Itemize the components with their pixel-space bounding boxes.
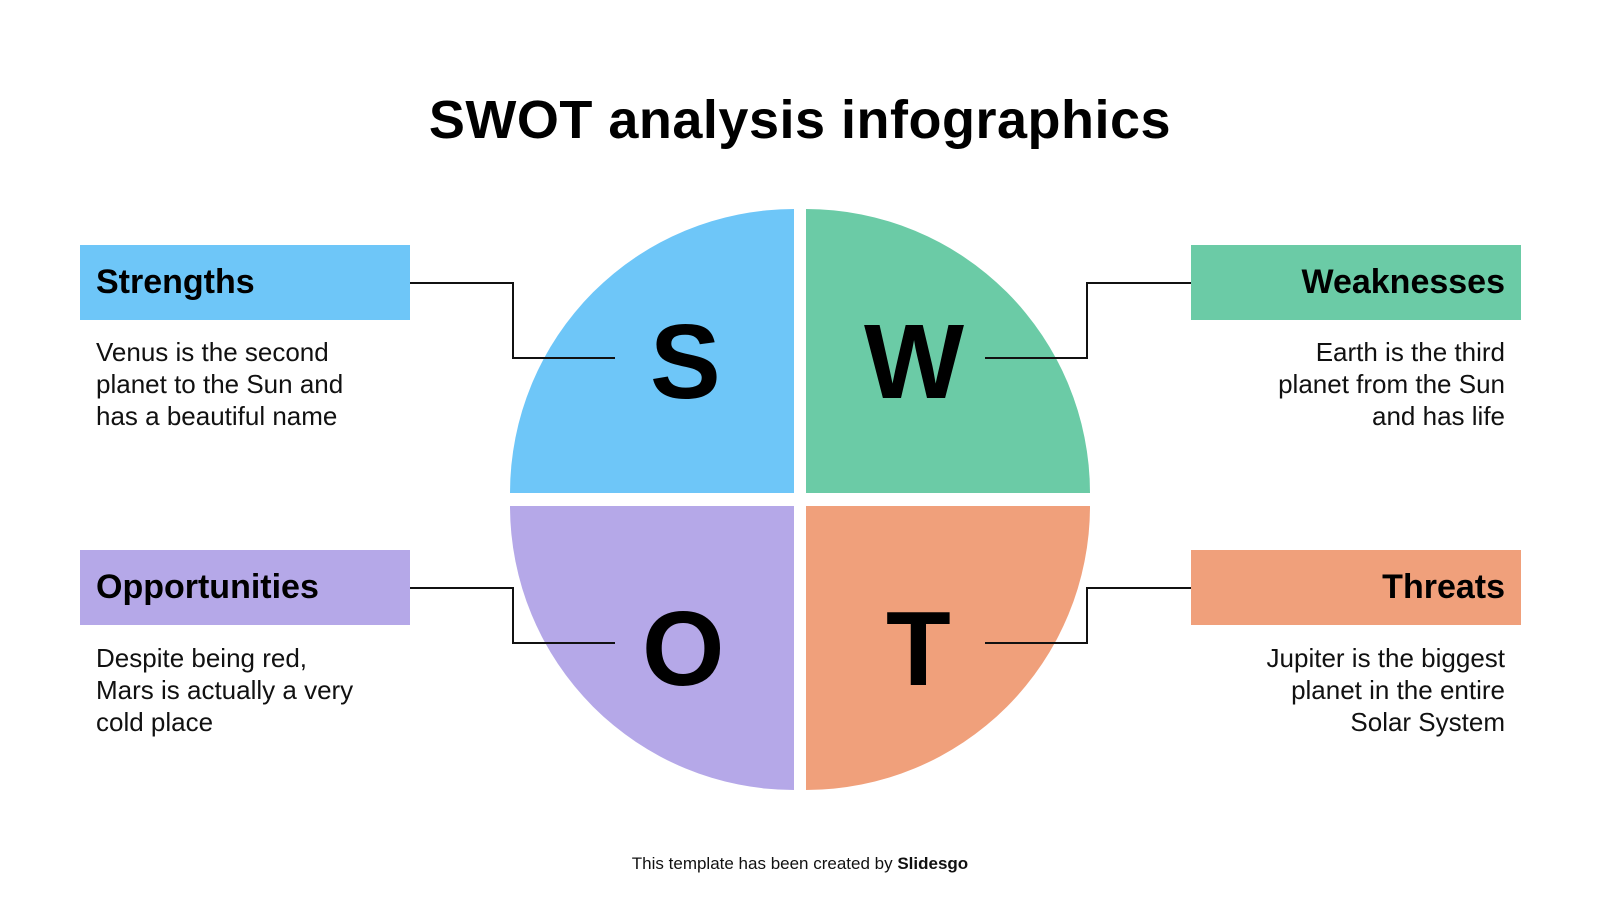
strengths-quadrant: S: [510, 209, 794, 493]
description-line: cold place: [96, 707, 214, 737]
opportunities-label: Opportunities: [80, 550, 410, 625]
strengths-label: Strengths: [80, 245, 410, 320]
footer-prefix: This template has been created by: [631, 854, 898, 873]
threats-quadrant: T: [806, 506, 1090, 790]
weaknesses-letter: W: [864, 303, 965, 421]
opportunities-letter: O: [642, 590, 725, 708]
description-line: Mars is actually a very: [96, 675, 354, 705]
slide-title: SWOT analysis infographics: [428, 90, 1172, 150]
opportunities-description: Despite being red, Mars is actually a ve…: [80, 642, 410, 738]
description-line: Jupiter is the biggest: [1266, 643, 1505, 673]
footer-credit: This template has been created by Slides…: [0, 854, 1600, 874]
description-line: Earth is the third: [1315, 337, 1505, 367]
threats-description: Jupiter is the biggest planet in the ent…: [1191, 642, 1521, 738]
description-line: Venus is the second: [96, 337, 329, 367]
description-line: Despite being red,: [96, 643, 308, 673]
threats-label: Threats: [1191, 550, 1521, 625]
description-line: planet to the Sun and: [96, 369, 344, 399]
description-line: Solar System: [1350, 707, 1505, 737]
threats-label-text: Threats: [1382, 568, 1505, 606]
description-line: has a beautiful name: [96, 401, 338, 431]
weaknesses-quadrant: W: [806, 209, 1090, 493]
opportunities-quadrant: O: [510, 506, 794, 790]
description-line: planet in the entire: [1291, 675, 1505, 705]
opportunities-label-text: Opportunities: [96, 568, 319, 606]
weaknesses-description: Earth is the third planet from the Sun a…: [1191, 336, 1521, 432]
weaknesses-label: Weaknesses: [1191, 245, 1521, 320]
weaknesses-label-text: Weaknesses: [1301, 263, 1505, 301]
footer-brand: Slidesgo: [897, 854, 969, 873]
strengths-label-text: Strengths: [96, 263, 255, 301]
threats-letter: T: [886, 590, 951, 708]
description-line: and has life: [1372, 401, 1505, 431]
strengths-letter: S: [650, 303, 721, 421]
strengths-description: Venus is the second planet to the Sun an…: [80, 336, 410, 432]
description-line: planet from the Sun: [1278, 369, 1505, 399]
